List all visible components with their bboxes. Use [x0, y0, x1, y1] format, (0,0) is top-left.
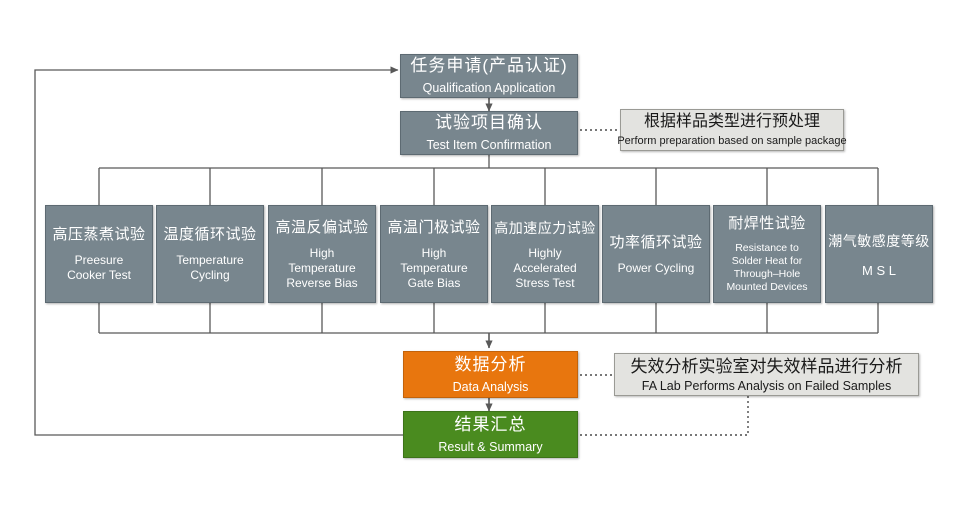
node-result-summary[interactable]: 结果汇总 Result & Summary [403, 411, 578, 458]
node-title-zh: 试验项目确认 [435, 113, 543, 132]
note-text-zh: 失效分析实验室对失效样品进行分析 [630, 356, 903, 376]
node-test-resistance-to-solder-heat[interactable]: 耐焊性试验 Resistance to Solder Heat for Thro… [713, 205, 821, 303]
node-test-item-confirmation[interactable]: 试验项目确认 Test Item Confirmation [400, 111, 578, 155]
test-title-en: Highly Accelerated Stress Test [513, 245, 577, 290]
node-title-zh: 任务申请(产品认证) [410, 56, 568, 75]
node-test-moisture-sensitivity-level[interactable]: 潮气敏感度等级 M S L [825, 205, 933, 303]
connector-confirm-to-bus [98, 155, 879, 205]
test-title-en: M S L [862, 262, 896, 278]
test-title-zh: 高温反偏试验 [275, 218, 369, 236]
note-text-en: Perform preparation based on sample pack… [617, 135, 847, 147]
test-title-zh: 耐焊性试验 [728, 215, 806, 232]
node-data-analysis[interactable]: 数据分析 Data Analysis [403, 351, 578, 398]
note-sample-preparation[interactable]: 根据样品类型进行预处理 Perform preparation based on… [617, 109, 847, 151]
node-test-highly-accelerated-stress[interactable]: 高加速应力试验 Highly Accelerated Stress Test [491, 205, 599, 303]
node-title-en: Qualification Application [422, 81, 556, 95]
node-test-temperature-cycling[interactable]: 温度循环试验 Temperature Cycling [156, 205, 264, 303]
node-title-zh: 结果汇总 [454, 414, 527, 434]
test-title-en: High Temperature Reverse Bias [286, 245, 358, 290]
node-title-en: Test Item Confirmation [426, 138, 552, 152]
test-title-en: Preesure Cooker Test [67, 253, 131, 282]
test-title-zh: 高压蒸煮试验 [52, 226, 146, 243]
node-title-en: Data Analysis [452, 379, 529, 394]
node-title-zh: 数据分析 [454, 354, 527, 374]
note-text-zh: 根据样品类型进行预处理 [643, 113, 820, 130]
node-test-high-temperature-reverse-bias[interactable]: 高温反偏试验 High Temperature Reverse Bias [268, 205, 376, 303]
test-title-en: Resistance to Solder Heat for Through–Ho… [726, 242, 808, 293]
test-title-en: Temperature Cycling [176, 253, 244, 282]
node-test-high-temperature-gate-bias[interactable]: 高温门极试验 High Temperature Gate Bias [380, 205, 488, 303]
node-test-pressure-cooker[interactable]: 高压蒸煮试验 Preesure Cooker Test [45, 205, 153, 303]
node-test-power-cycling[interactable]: 功率循环试验 Power Cycling [602, 205, 710, 303]
note-fa-lab-analysis[interactable]: 失效分析实验室对失效样品进行分析 FA Lab Performs Analysi… [614, 353, 919, 396]
test-title-zh: 功率循环试验 [609, 233, 703, 251]
test-title-zh: 温度循环试验 [163, 226, 257, 243]
test-title-zh: 高温门极试验 [387, 218, 481, 236]
test-title-en: High Temperature Gate Bias [400, 245, 468, 290]
test-title-zh: 高加速应力试验 [494, 219, 596, 236]
connector-bus-to-analysis [98, 303, 879, 349]
node-title-en: Result & Summary [438, 439, 543, 454]
test-title-en: Power Cycling [617, 260, 695, 275]
note-text-en: FA Lab Performs Analysis on Failed Sampl… [641, 378, 892, 393]
node-qualification-application[interactable]: 任务申请(产品认证) Qualification Application [400, 54, 578, 98]
test-title-zh: 潮气敏感度等级 [828, 232, 930, 249]
connector-summary-to-fa-note [580, 396, 749, 436]
